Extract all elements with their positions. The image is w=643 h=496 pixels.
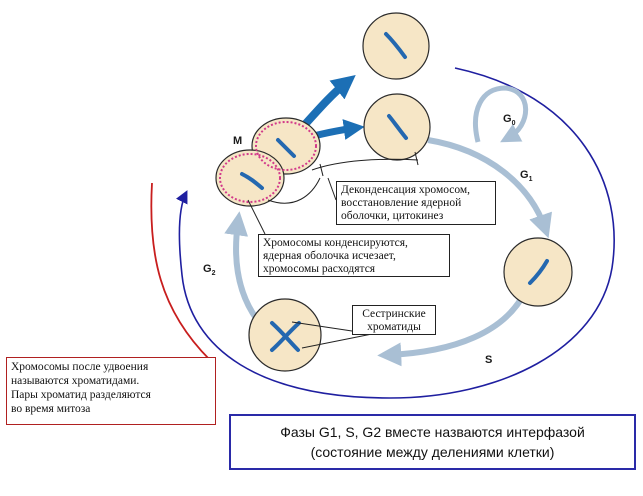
decondensation-callout: Деконденсация хромосом, восстановление я… [336,181,496,225]
outer-cycle-arc [175,67,615,399]
label-s: S [485,354,492,366]
label-m: M [233,135,242,147]
callout-line: ядерная оболочка исчезает, [263,250,396,262]
note-line: Пары хроматид разделяются [11,389,151,401]
sister-chromatids-callout: Сестринские хроматиды [352,305,436,335]
cell-g1-start [363,93,431,161]
bracket-lines [247,151,419,349]
callout-line: Сестринские [362,308,426,320]
chromatid-icon [270,321,301,352]
cell-s-phase [248,298,322,372]
cycle-arrow-s-in [377,290,528,367]
mitosis-red-arc [150,182,211,361]
note-line: называются хроматидами. [11,375,140,387]
chromosome-icon [528,259,549,285]
note-line: Хромосомы после удвоения [11,361,149,373]
callout-line: Хромосомы конденсируются, [263,237,408,249]
chromosome-icon [240,172,264,190]
callout-line: оболочки, цитокинез [341,210,444,222]
division-arrow-up [297,75,356,133]
cell-g1-late [503,237,573,307]
note-line: Фазы G1, S, G2 вместе назваются интерфаз… [280,424,585,440]
g0-loop-arrow [473,85,529,143]
chromosome-icon [276,138,296,158]
callout-line: хроматиды [367,321,421,333]
chromosome-icon [387,114,408,140]
label-g2: G2 [203,263,216,277]
chromatids-note: Хромосомы после удвоения называются хром… [6,357,216,425]
callout-line: восстановление ядерной [341,197,462,209]
label-g1: G1 [520,169,533,183]
cell-mitotic [215,117,321,207]
label-g0: G0 [503,113,516,127]
cell-top [362,12,430,80]
note-line: во время митоза [11,403,91,415]
callout-line: Деконденсация хромосом, [341,184,471,196]
callout-line: хромосомы расходятся [263,263,376,275]
condensation-callout: Хромосомы конденсируются, ядерная оболоч… [258,234,450,277]
note-line: (состояние между делениями клетки) [310,444,555,460]
cycle-arrow-g1 [427,137,552,239]
interphase-note: Фазы G1, S, G2 вместе назваются интерфаз… [229,414,636,470]
chromosome-icon [384,32,407,59]
